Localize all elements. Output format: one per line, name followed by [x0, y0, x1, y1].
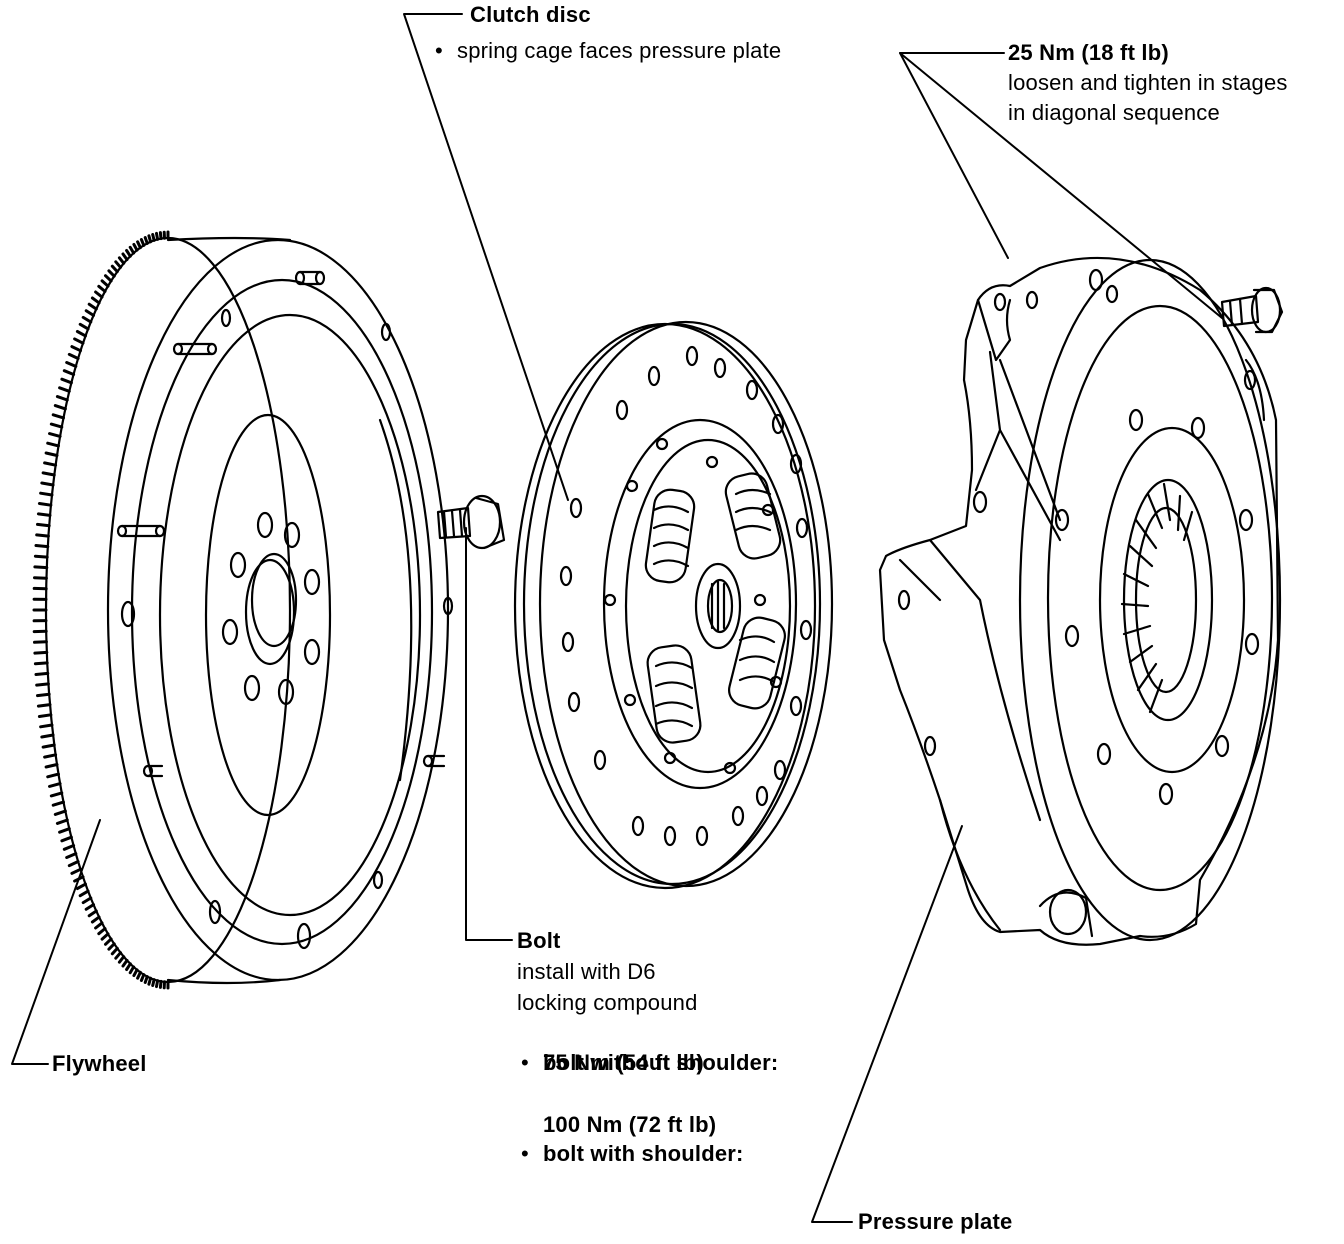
leader-clutch-disc — [403, 13, 569, 501]
ring-gear-tooth-marks — [32, 230, 170, 990]
disc-friction-face — [538, 320, 834, 888]
ring-gear-teeth — [32, 230, 170, 990]
pressure-plate-holes — [897, 268, 1260, 806]
pressure-plate-cover-face — [1018, 258, 1282, 942]
dowel-pins — [116, 270, 446, 778]
leader-flywheel — [11, 819, 101, 1065]
pressure-plate-bolt-drawing — [1220, 286, 1284, 334]
flywheel-face-edge — [166, 236, 292, 242]
damper-springs — [644, 472, 786, 744]
flywheel-recess — [158, 313, 422, 917]
disc-splined-hub — [694, 562, 742, 650]
ring-gear-outer — [44, 236, 292, 984]
leader-lines — [11, 13, 1223, 1223]
torque-title: 25 Nm (18 ft lb) — [1008, 40, 1169, 65]
torque-line-2: in diagonal sequence — [1008, 100, 1220, 125]
bolt-line-2: locking compound — [517, 990, 698, 1015]
leader-pressure-plate — [811, 825, 963, 1223]
pressure-plate-lug-bottom — [1038, 891, 1094, 938]
pressure-plate-title: Pressure plate — [858, 1209, 1013, 1234]
bolt-line-1: install with D6 — [517, 959, 656, 984]
clutch-disc-drawing — [513, 320, 834, 890]
pressure-plate-housing — [878, 256, 1280, 946]
flywheel-drawing — [32, 230, 454, 990]
disc-back-edge — [513, 322, 817, 890]
diaphragm-spring-inner — [1122, 478, 1214, 722]
flywheel-center-bore — [244, 558, 296, 666]
bolt-item-1b: 75 Nm (54 ft lb) — [543, 1050, 704, 1075]
disc-hub-plate — [602, 418, 798, 790]
clutch-disc-note: spring cage faces pressure plate — [435, 36, 1344, 66]
diaphragm-fingers — [1120, 482, 1194, 714]
bolt-item-2b: 100 Nm (72 ft lb) — [543, 1112, 717, 1137]
disc-back-edge-2 — [522, 322, 822, 886]
flywheel-hub — [204, 413, 332, 817]
flywheel-bolt-drawing — [436, 494, 506, 550]
torque-line-1: loosen and tighten in stages — [1008, 70, 1288, 95]
bolt-title: Bolt — [517, 928, 561, 953]
leader-torque-b — [899, 52, 1009, 259]
flywheel-mount-holes — [120, 308, 454, 950]
pressure-plate-lug-top — [976, 298, 1012, 362]
crank-bolt-holes — [221, 511, 321, 706]
bolt-item-1a: bolt without shoulder: — [521, 1048, 1344, 1078]
pressure-plate-drawing — [878, 256, 1282, 946]
flywheel-title: Flywheel — [52, 1051, 147, 1076]
hub-rivets — [603, 437, 783, 775]
bolt-item-2a: bolt with shoulder: — [521, 1139, 1344, 1169]
diaphragm-spring-outer — [1098, 426, 1246, 774]
leader-bolt — [465, 527, 513, 941]
flywheel-rim-inner — [130, 278, 434, 946]
friction-rivets — [559, 345, 813, 847]
clutch-disc-title: Clutch disc — [470, 2, 591, 27]
